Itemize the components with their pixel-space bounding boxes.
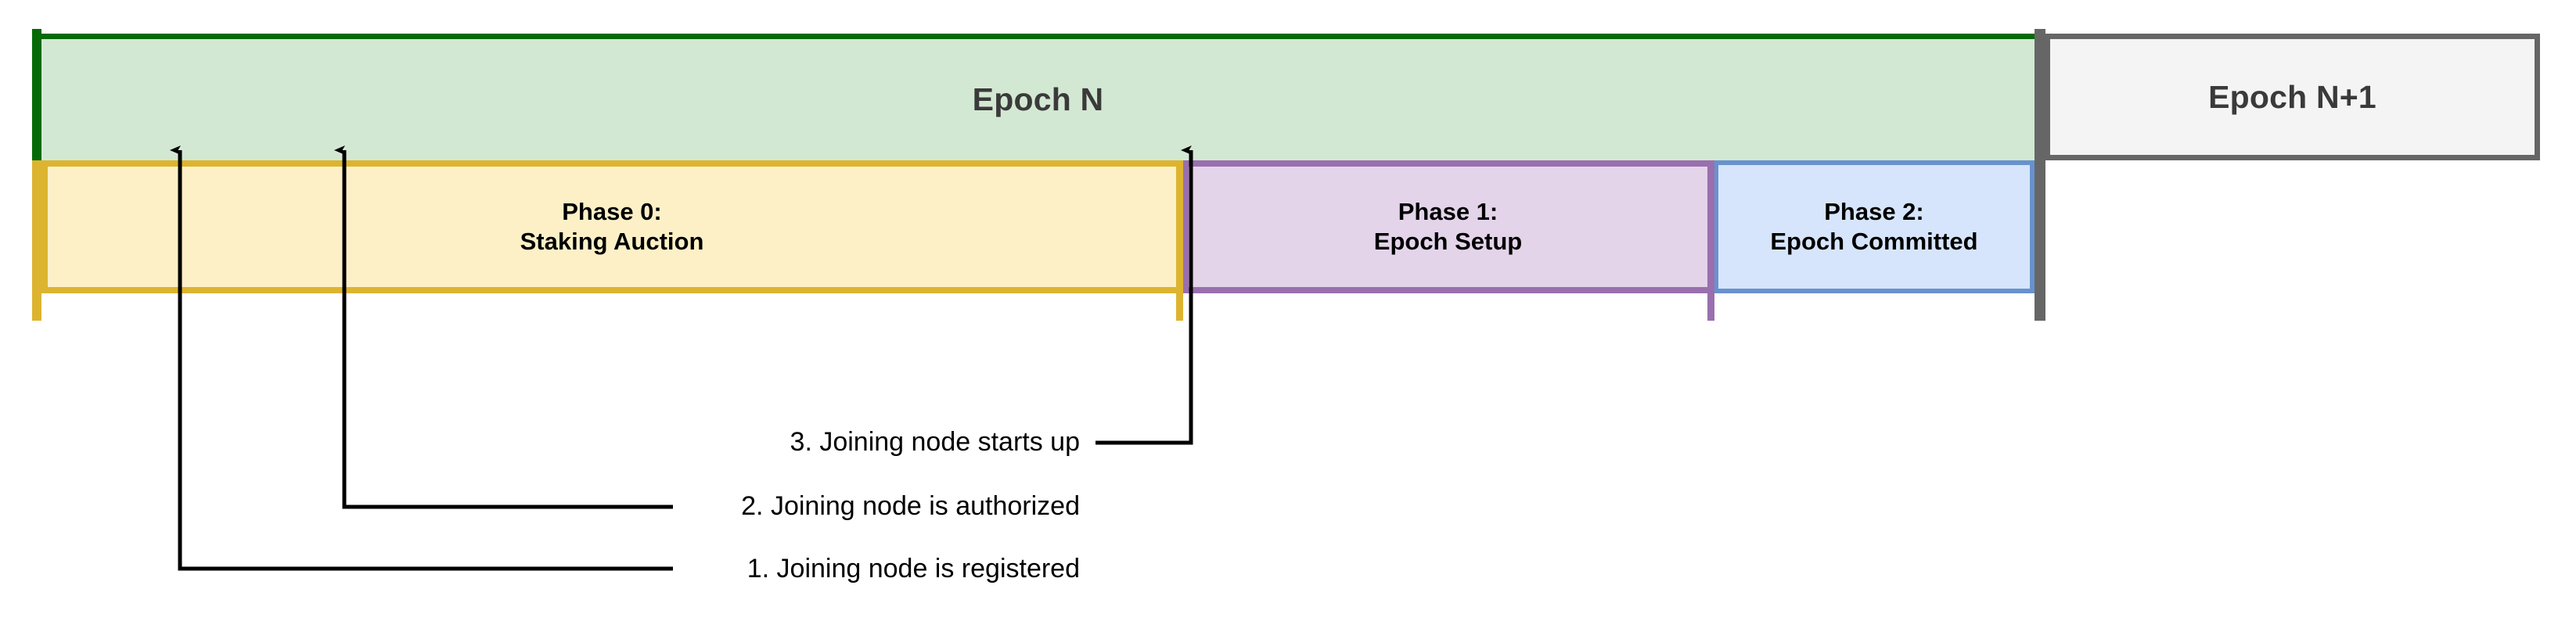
epoch-start-marker bbox=[32, 29, 41, 160]
callout-1-label: 1. Joining node is registered bbox=[747, 554, 1080, 584]
phase-1-title: Phase 1: bbox=[1398, 197, 1498, 225]
phase-1-box: Phase 1: Epoch Setup bbox=[1182, 160, 1714, 293]
phase-0-start-marker bbox=[32, 160, 41, 321]
phase-0-title: Phase 0: bbox=[562, 197, 662, 225]
phase-2-title: Phase 2: bbox=[1824, 197, 1924, 225]
phase-1-subtitle: Epoch Setup bbox=[1373, 228, 1523, 255]
callout-2-label: 2. Joining node is authorized bbox=[741, 491, 1080, 521]
phase-2-box: Phase 2: Epoch Committed bbox=[1714, 160, 2035, 293]
phase-0-box: Phase 0: Staking Auction bbox=[41, 160, 1182, 293]
phase-0-subtitle: Staking Auction bbox=[520, 228, 704, 255]
phase-2-subtitle: Epoch Committed bbox=[1770, 228, 1978, 255]
phase-1-end-marker bbox=[1707, 160, 1714, 321]
epoch-current-label: Epoch N bbox=[972, 81, 1104, 117]
epoch-current-box: Epoch N bbox=[41, 34, 2035, 160]
callout-3-label: 3. Joining node starts up bbox=[790, 427, 1080, 457]
epoch-end-marker bbox=[2035, 29, 2045, 321]
epoch-next-label: Epoch N+1 bbox=[2208, 78, 2376, 115]
epoch-next-box: Epoch N+1 bbox=[2045, 34, 2540, 160]
phase-0-end-marker bbox=[1176, 160, 1183, 321]
